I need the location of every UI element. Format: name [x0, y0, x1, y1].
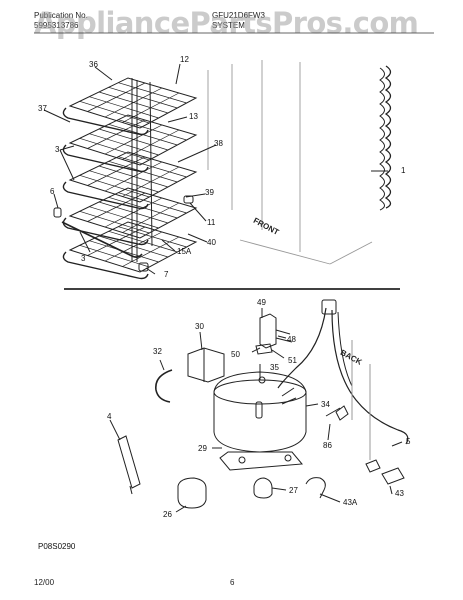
callout-51: 51: [288, 356, 297, 365]
callout-15a: 15A: [177, 247, 192, 256]
callout-50: 50: [231, 350, 240, 359]
callout-11: 11: [207, 218, 216, 227]
callout-49: 49: [257, 298, 266, 307]
callout-36: 36: [89, 60, 98, 69]
callout-6: 6: [50, 187, 55, 196]
callout-34: 34: [321, 400, 330, 409]
callout-1: 1: [401, 166, 406, 175]
callout-7: 7: [164, 270, 169, 279]
callout-12: 12: [180, 55, 189, 64]
callout-37: 37: [38, 104, 47, 113]
callout-43a: 43A: [343, 498, 358, 507]
callout-39: 39: [205, 188, 214, 197]
callout-29: 29: [198, 444, 207, 453]
publication-number: 5995313786: [34, 21, 79, 30]
callout-32: 32: [153, 347, 162, 356]
callout-27: 27: [289, 486, 298, 495]
publication-label: Publication No.: [34, 11, 88, 20]
callout-48: 48: [287, 335, 296, 344]
footer-page: 6: [230, 578, 235, 587]
shelf-coil: [62, 114, 198, 173]
section-title: SYSTEM: [212, 21, 245, 30]
drawing-code: P08S0290: [38, 542, 76, 551]
shelf-coil: [62, 77, 198, 136]
watermark-text: AppliancePartsPros.com: [34, 6, 419, 40]
callout-43: 43: [395, 489, 404, 498]
callout-86: 86: [323, 441, 332, 450]
model-number: GFU21D6FW3: [212, 11, 265, 20]
callout-38: 38: [214, 139, 223, 148]
shelf-coil: [62, 151, 198, 210]
footer-date: 12/00: [34, 578, 55, 587]
callout-26: 26: [163, 510, 172, 519]
callout-35: 35: [270, 363, 279, 372]
callout-3-bottom: 3: [81, 254, 86, 263]
callout-13: 13: [189, 112, 198, 121]
callout-5: 5: [406, 437, 411, 446]
callout-30: 30: [195, 322, 204, 331]
callout-40: 40: [207, 238, 216, 247]
callout-3-top: 3: [55, 145, 60, 154]
callout-4: 4: [107, 412, 112, 421]
